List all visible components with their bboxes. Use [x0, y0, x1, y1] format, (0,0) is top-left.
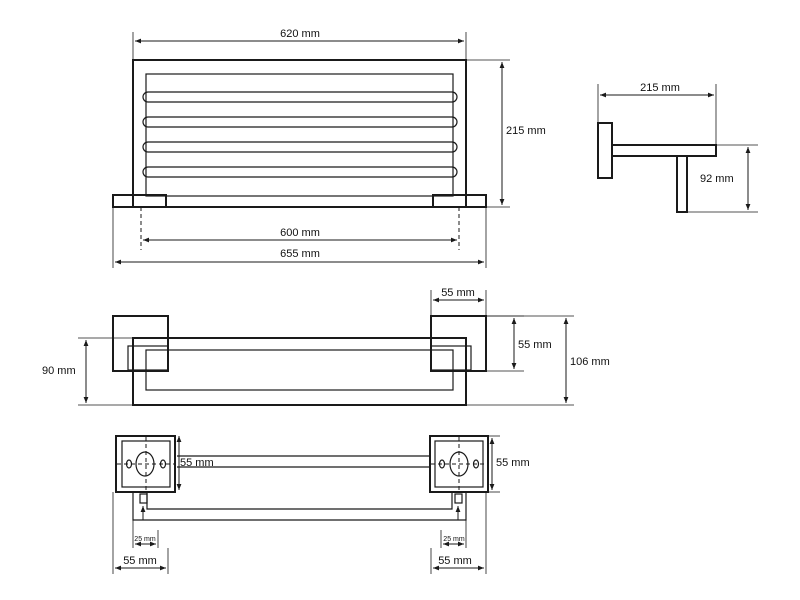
dim-base-right: 55 mm [438, 555, 472, 567]
tray-outer [132, 337, 467, 406]
dim-side-depth: 215 mm [640, 82, 680, 94]
dim-rail-height: 106 mm [570, 356, 610, 368]
foot-left [112, 194, 167, 208]
dim-overall-width: 655 mm [280, 248, 320, 260]
dim-height: 215 mm [506, 125, 546, 137]
dim-projection: 90 mm [42, 365, 76, 377]
plate-right-inner [430, 345, 472, 371]
bar-1 [142, 91, 458, 103]
mount-hole-left [135, 451, 155, 477]
top-view: 55 mm 55 mm 106 mm 90 mm [42, 287, 610, 406]
dim-screw-offset-left: 25 mm [134, 536, 156, 543]
dim-width-top: 620 mm [280, 28, 320, 40]
dim-mount-spacing: 600 mm [280, 227, 320, 239]
side-leg [676, 155, 688, 213]
dim-back-plate-left: 55 mm [180, 457, 214, 469]
dim-screw-offset-right: 25 mm [443, 536, 465, 543]
back-view: 55 mm 55 mm 25 mm 25 mm 55 mm 55 mm [112, 435, 530, 574]
dim-side-leg: 92 mm [700, 173, 734, 185]
bar-3 [142, 141, 458, 153]
dim-plate-height: 55 mm [518, 339, 552, 351]
grub-screw-left [139, 493, 148, 504]
screw-slot-left-a [125, 459, 133, 469]
side-arm [611, 144, 717, 157]
dim-plate-width: 55 mm [441, 287, 475, 299]
inner-frame [145, 73, 454, 197]
grub-screw-right [454, 493, 463, 504]
plate-right [430, 315, 487, 372]
screw-slot-right-a [438, 459, 446, 469]
bar-2 [142, 116, 458, 128]
screw-slot-left-b [159, 459, 167, 469]
mount-hole-right [449, 451, 469, 477]
side-wall-plate [597, 122, 613, 179]
side-view: 215 mm 92 mm [597, 82, 758, 213]
plate-left [112, 315, 169, 372]
back-plate-left [115, 435, 176, 493]
back-plate-right [429, 435, 489, 493]
foot-right [432, 194, 487, 208]
bar-4 [142, 166, 458, 178]
dim-back-plate-right: 55 mm [496, 457, 530, 469]
screw-slot-right-b [472, 459, 480, 469]
outer-frame [132, 59, 467, 208]
plate-left-inner [127, 345, 169, 371]
dim-base-left: 55 mm [123, 555, 157, 567]
tray-inner [145, 349, 454, 391]
front-view: 620 mm 215 mm 600 mm 655 mm [112, 28, 546, 268]
